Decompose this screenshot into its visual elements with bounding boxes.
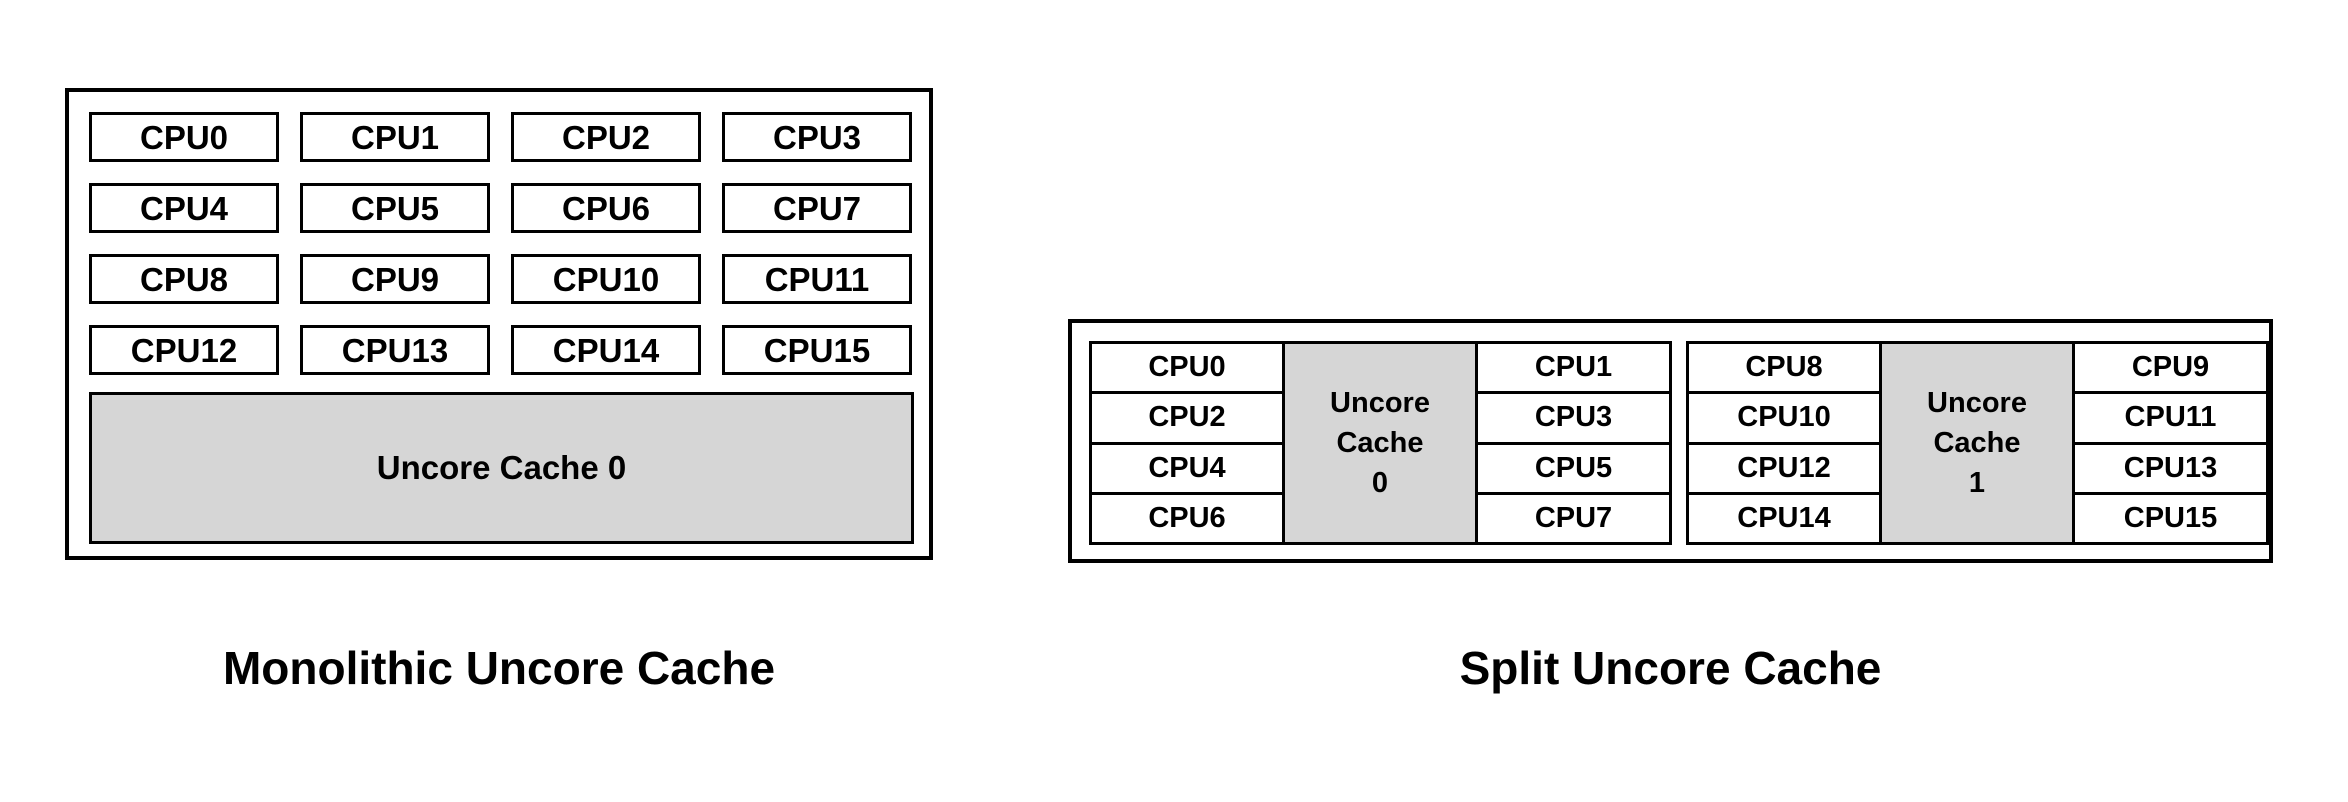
monolithic-cpu-grid: CPU0 CPU1 CPU2 CPU3 CPU4 CPU5 CPU6 CPU7 … bbox=[89, 112, 912, 375]
monolithic-package-box: CPU0 CPU1 CPU2 CPU3 CPU4 CPU5 CPU6 CPU7 … bbox=[65, 88, 933, 560]
cache-label-line: 1 bbox=[1968, 467, 1986, 499]
cpu-cell: CPU4 bbox=[1092, 444, 1282, 492]
cpu-box: CPU5 bbox=[300, 183, 490, 233]
cpu-box: CPU1 bbox=[300, 112, 490, 162]
cpu-box: CPU0 bbox=[89, 112, 279, 162]
uncore-cache-0-cell: Uncore Cache 0 bbox=[1285, 344, 1475, 542]
cache-label-line: Uncore bbox=[1927, 386, 2027, 419]
cpu-cell: CPU0 bbox=[1092, 344, 1282, 392]
cpu-cell: CPU2 bbox=[1092, 394, 1282, 442]
uncore-cache-0-box: Uncore Cache 0 bbox=[89, 392, 914, 544]
split-package-box: CPU0 CPU2 CPU4 CPU6 Uncore Cache 0 CPU1 … bbox=[1068, 319, 2273, 563]
cpu-box: CPU7 bbox=[722, 183, 912, 233]
cpu-cell: CPU1 bbox=[1478, 344, 1669, 392]
cpu-box: CPU9 bbox=[300, 254, 490, 304]
cpu-cell: CPU6 bbox=[1092, 494, 1282, 542]
cpu-cell: CPU8 bbox=[1689, 344, 1879, 392]
cpu-cell: CPU9 bbox=[2075, 344, 2266, 392]
cpu-box: CPU15 bbox=[722, 325, 912, 375]
split-cluster-1: CPU8 CPU10 CPU12 CPU14 Uncore Cache 1 CP… bbox=[1686, 341, 2269, 545]
cache-label-line: 0 bbox=[1371, 467, 1389, 499]
split-caption: Split Uncore Cache bbox=[1459, 642, 1882, 694]
cpu-cell: CPU10 bbox=[1689, 394, 1879, 442]
cpu-box: CPU10 bbox=[511, 254, 701, 304]
cpu-box: CPU11 bbox=[722, 254, 912, 304]
cpu-box: CPU12 bbox=[89, 325, 279, 375]
cpu-cell: CPU12 bbox=[1689, 444, 1879, 492]
cache-label-line: Uncore bbox=[1330, 386, 1430, 419]
cpu-cell: CPU15 bbox=[2075, 494, 2266, 542]
cache-label-line: Cache bbox=[1933, 426, 2021, 459]
cpu-cell: CPU13 bbox=[2075, 444, 2266, 492]
cpu-box: CPU2 bbox=[511, 112, 701, 162]
uncore-cache-1-cell: Uncore Cache 1 bbox=[1882, 344, 2072, 542]
cpu-cell: CPU11 bbox=[2075, 394, 2266, 442]
cpu-cell: CPU3 bbox=[1478, 394, 1669, 442]
cpu-cell: CPU14 bbox=[1689, 494, 1879, 542]
monolithic-caption: Monolithic Uncore Cache bbox=[222, 642, 776, 694]
split-cluster-0: CPU0 CPU2 CPU4 CPU6 Uncore Cache 0 CPU1 … bbox=[1089, 341, 1672, 545]
cache-label-line: Cache bbox=[1336, 426, 1424, 459]
cpu-box: CPU8 bbox=[89, 254, 279, 304]
cpu-box: CPU14 bbox=[511, 325, 701, 375]
cpu-box: CPU13 bbox=[300, 325, 490, 375]
cpu-cell: CPU5 bbox=[1478, 444, 1669, 492]
cpu-box: CPU4 bbox=[89, 183, 279, 233]
cpu-box: CPU3 bbox=[722, 112, 912, 162]
cpu-box: CPU6 bbox=[511, 183, 701, 233]
cpu-cell: CPU7 bbox=[1478, 494, 1669, 542]
